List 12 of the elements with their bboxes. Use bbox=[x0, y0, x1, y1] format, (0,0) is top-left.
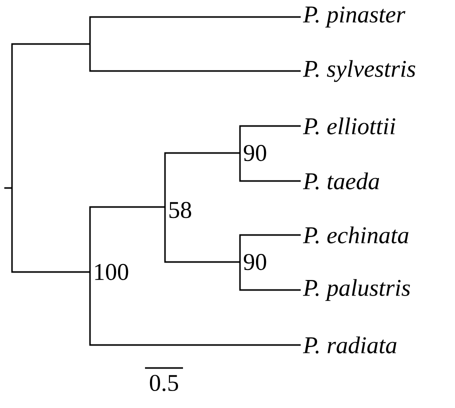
bootstrap-value: 100 bbox=[95, 264, 128, 280]
species-label: P. taeda bbox=[302, 172, 380, 190]
species-label: P. pinaster bbox=[302, 6, 406, 28]
bootstrap-value: 90 bbox=[244, 254, 266, 270]
bootstrap-value: 90 bbox=[244, 144, 266, 162]
species-label: P. sylvestris bbox=[302, 60, 416, 82]
species-label: P. palustris bbox=[302, 279, 410, 301]
bootstrap-value: 58 bbox=[169, 202, 192, 218]
species-label: P. elliottii bbox=[302, 118, 396, 134]
species-label: P. echinata bbox=[302, 226, 408, 244]
species-label: P. radiata bbox=[302, 336, 396, 354]
scale-value: 0.5 bbox=[150, 374, 178, 392]
